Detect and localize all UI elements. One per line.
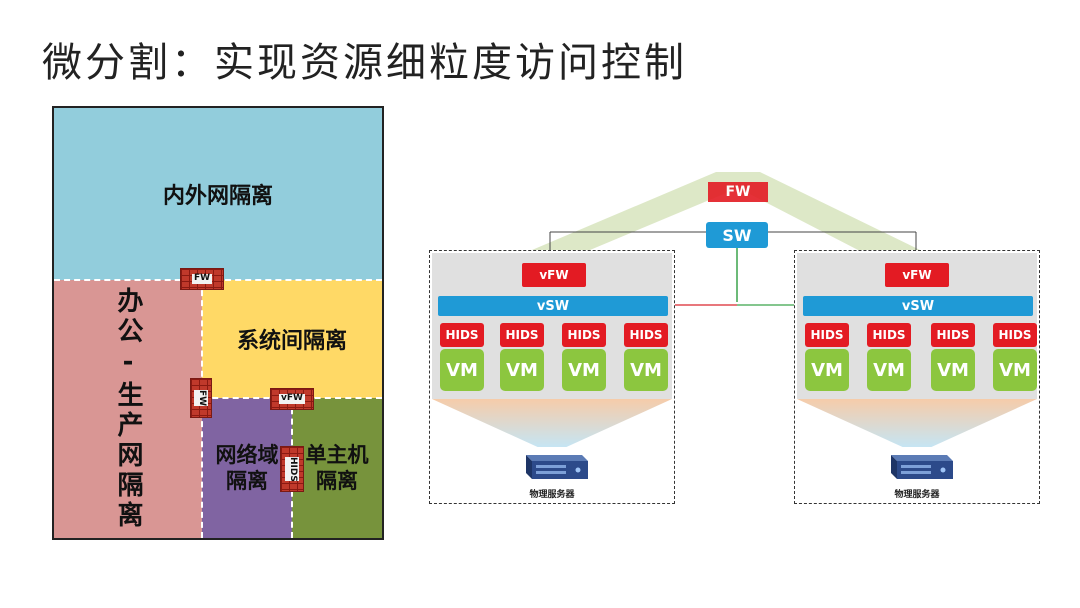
firewall-brick-icon: FW	[190, 378, 212, 418]
hids-label: HIDS	[505, 328, 539, 342]
vfw-brick-icon: vFW	[270, 388, 314, 410]
virtualization-beam	[797, 399, 1037, 447]
zone-network-domain-label-2: 隔离	[226, 469, 268, 493]
zone-single-host-label-2: 隔离	[316, 469, 358, 493]
vfw-brick-label: vFW	[279, 393, 305, 404]
hids-box: HIDS	[931, 323, 975, 347]
zone-office-production-label: 办公-生产网隔离	[113, 287, 143, 531]
zone-system-label: 系统间隔离	[236, 329, 347, 354]
server-icon	[526, 455, 588, 479]
page-title: 微分割：实现资源细粒度访问控制	[42, 40, 687, 86]
hids-box: HIDS	[624, 323, 668, 347]
vfw-label: vFW	[539, 268, 569, 282]
zone-inner-outer-label: 内外网隔离	[162, 184, 273, 209]
vfw-label: vFW	[902, 268, 932, 282]
vm-label: VM	[630, 359, 662, 381]
firewall-brick-label: FW	[194, 389, 208, 407]
vm-label: VM	[811, 359, 843, 381]
hids-label: HIDS	[629, 328, 663, 342]
fw-label: FW	[725, 184, 751, 200]
server-label: 物理服务器	[894, 490, 940, 500]
firewall-brick-label: FW	[191, 273, 213, 284]
firewall-brick-icon: FW	[180, 268, 224, 290]
vm-label: VM	[446, 359, 478, 381]
vm-box: VM	[562, 349, 606, 391]
vm-label: VM	[506, 359, 538, 381]
hids-label: HIDS	[445, 328, 479, 342]
vm-box: VM	[993, 349, 1037, 391]
hids-label: HIDS	[810, 328, 844, 342]
vsw-label: vSW	[901, 298, 935, 314]
sw-label: SW	[722, 225, 752, 245]
vm-box: VM	[931, 349, 975, 391]
vm-label: VM	[937, 359, 969, 381]
hids-label: HIDS	[936, 328, 970, 342]
vsw-bar: vSW	[438, 296, 668, 316]
vm-box: VM	[624, 349, 668, 391]
physical-host-2: vFW vSW HIDS HIDS HIDS HIDS VM VM VM VM …	[794, 250, 1040, 504]
vm-box: VM	[440, 349, 484, 391]
hids-box: HIDS	[993, 323, 1037, 347]
hids-brick-label: HIDS	[285, 456, 299, 482]
virtualization-beam	[432, 399, 672, 447]
zone-inner-outer-isolation: 内外网隔离	[54, 108, 382, 280]
hids-brick-icon: HIDS	[280, 446, 304, 492]
hids-box: HIDS	[562, 323, 606, 347]
vm-box: VM	[867, 349, 911, 391]
server-label: 物理服务器	[529, 490, 575, 500]
zone-system-isolation: 系统间隔离	[202, 280, 382, 398]
vm-label: VM	[873, 359, 905, 381]
vsw-bar: vSW	[803, 296, 1033, 316]
core-switch: SW	[706, 222, 768, 248]
vm-label: VM	[999, 359, 1031, 381]
vm-box: VM	[500, 349, 544, 391]
zone-network-domain-isolation: 网络域 隔离	[202, 398, 292, 538]
hids-label: HIDS	[872, 328, 906, 342]
server-icon	[891, 455, 953, 479]
zone-diagram: 内外网隔离 办公-生产网隔离 系统间隔离 网络域 隔离 单主机 隔离 FW FW…	[52, 106, 384, 540]
firewall-top: FW	[708, 182, 768, 202]
vfw-box: vFW	[522, 263, 586, 287]
vm-box: VM	[805, 349, 849, 391]
hids-label: HIDS	[567, 328, 601, 342]
zone-network-domain-label-1: 网络域	[215, 442, 279, 467]
vm-label: VM	[568, 359, 600, 381]
vsw-label: vSW	[536, 298, 570, 314]
hids-label: HIDS	[998, 328, 1032, 342]
zone-office-production-isolation: 办公-生产网隔离	[54, 280, 202, 538]
physical-host-1: vFW vSW HIDS HIDS HIDS HIDS VM VM VM VM …	[429, 250, 675, 504]
hids-box: HIDS	[440, 323, 484, 347]
fw-tunnel-band	[532, 172, 920, 250]
zone-single-host-isolation: 单主机 隔离	[292, 398, 382, 538]
hids-box: HIDS	[500, 323, 544, 347]
zone-single-host-label-1: 单主机	[305, 442, 369, 467]
vfw-box: vFW	[885, 263, 949, 287]
hids-box: HIDS	[867, 323, 911, 347]
hids-box: HIDS	[805, 323, 849, 347]
